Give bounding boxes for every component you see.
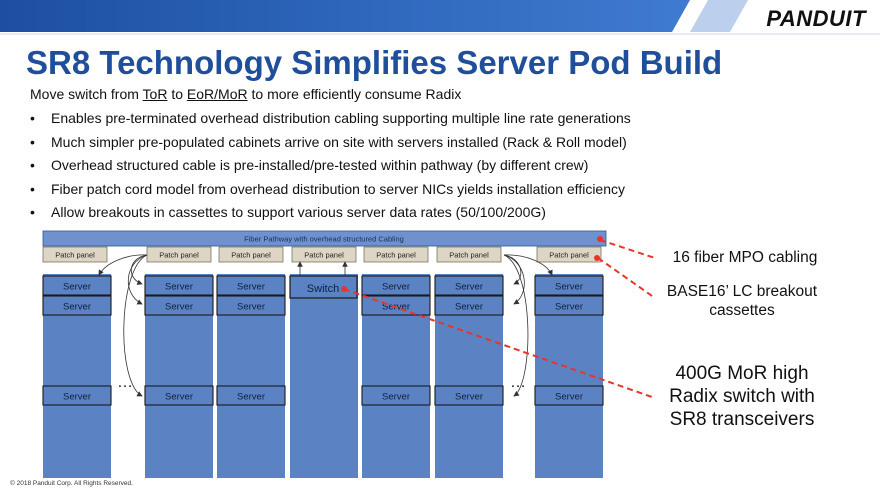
server-label: Server [237, 392, 265, 403]
bullet-item: Overhead structured cable is pre-install… [30, 155, 631, 179]
server-unit [534, 295, 604, 316]
server-unit [361, 295, 431, 316]
patch-panel [218, 246, 284, 263]
bullet-item: Much simpler pre-populated cabinets arri… [30, 132, 631, 156]
patch-panel-label: Patch panel [304, 251, 344, 260]
callout-line-base16 [597, 257, 656, 299]
server-label: Server [63, 282, 91, 293]
page-title: SR8 Technology Simplifies Server Pod Bui… [26, 44, 723, 81]
header-bar [0, 0, 880, 35]
server-label: Server [165, 282, 193, 293]
patch-panel-label: Patch panel [55, 251, 95, 260]
server-unit [144, 275, 214, 296]
server-group: ServerServerServerServerServerServerServ… [42, 275, 604, 406]
server-label: Server [165, 392, 193, 403]
server-label: Server [555, 302, 583, 313]
patch-cord-arrow [503, 254, 553, 276]
server-label: Server [455, 302, 483, 313]
patch-panel-label: Patch panel [376, 251, 416, 260]
patch-panel-label: Patch panel [449, 251, 489, 260]
switch-label: Switch [307, 283, 339, 295]
fiber-pathway-label: Fiber Pathway with overhead structured C… [244, 235, 404, 244]
server-unit [42, 275, 112, 296]
patch-panel-label: Patch panel [159, 251, 199, 260]
patch-panel-group: Patch panel Patch panel Patch panel Patch p… [42, 246, 602, 263]
callout-mor-switch: 400G MoR high Radix switch with SR8 tran… [669, 363, 815, 430]
ellipsis-left: … [117, 374, 133, 391]
server-unit [361, 275, 431, 296]
bullet-list: Enables pre-terminated overhead distribu… [30, 108, 631, 226]
server-label: Server [555, 282, 583, 293]
ellipsis-right: … [510, 374, 526, 391]
server-unit [434, 275, 504, 296]
patch-cord-arrow [503, 254, 529, 397]
bullet-item: Allow breakouts in cassettes to support … [30, 202, 631, 226]
server-unit [534, 385, 604, 406]
patch-panel [291, 246, 357, 263]
patch-cord-arrow [123, 254, 148, 397]
server-unit [534, 275, 604, 296]
copyright: © 2018 Panduit Corp. All Rights Reserved… [10, 480, 133, 487]
server-label: Server [455, 282, 483, 293]
server-label: Server [237, 302, 265, 313]
server-label: Server [555, 392, 583, 403]
subtitle: Move switch from ToR to EoR/MoR to more … [30, 86, 462, 102]
fiber-pathway [42, 230, 607, 247]
server-label: Server [165, 302, 193, 313]
callout-line-mpo [599, 239, 656, 259]
callout-dot-mor [341, 286, 347, 292]
patch-panel [363, 246, 429, 263]
server-unit [434, 385, 504, 406]
server-unit [216, 295, 286, 316]
server-unit [361, 385, 431, 406]
server-label: Server [382, 282, 410, 293]
server-unit [216, 385, 286, 406]
callout-mpo: 16 fiber MPO cabling [672, 249, 818, 266]
patch-cord-arrow [503, 254, 525, 305]
patch-panel [42, 246, 108, 263]
patch-panel [436, 246, 502, 263]
panduit-logo: PANDUIT [766, 6, 866, 31]
patch-panel-label: Patch panel [549, 251, 589, 260]
server-label: Server [455, 392, 483, 403]
server-label: Server [63, 302, 91, 313]
server-label: Server [237, 282, 265, 293]
server-label: Server [63, 392, 91, 403]
server-unit [216, 275, 286, 296]
switch-box [289, 275, 358, 299]
callout-line-mor [343, 288, 653, 398]
patch-cord-arrow [98, 254, 148, 276]
server-unit [144, 295, 214, 316]
callout-dot-mpo [597, 236, 603, 242]
bullet-item: Fiber patch cord model from overhead dis… [30, 179, 631, 203]
server-unit [42, 385, 112, 406]
callout-base16: BASE16’ LC breakout cassettes [666, 283, 818, 319]
patch-panel [146, 246, 212, 263]
bullet-item: Enables pre-terminated overhead distribu… [30, 108, 631, 132]
server-unit [42, 295, 112, 316]
patch-panel-label: Patch panel [231, 251, 271, 260]
patch-cord-arrow [127, 254, 148, 305]
server-unit [144, 385, 214, 406]
server-label: Server [382, 392, 410, 403]
callout-dot-base16 [594, 255, 600, 261]
rack [290, 274, 358, 478]
patch-panel [536, 246, 602, 263]
server-unit [434, 295, 504, 316]
